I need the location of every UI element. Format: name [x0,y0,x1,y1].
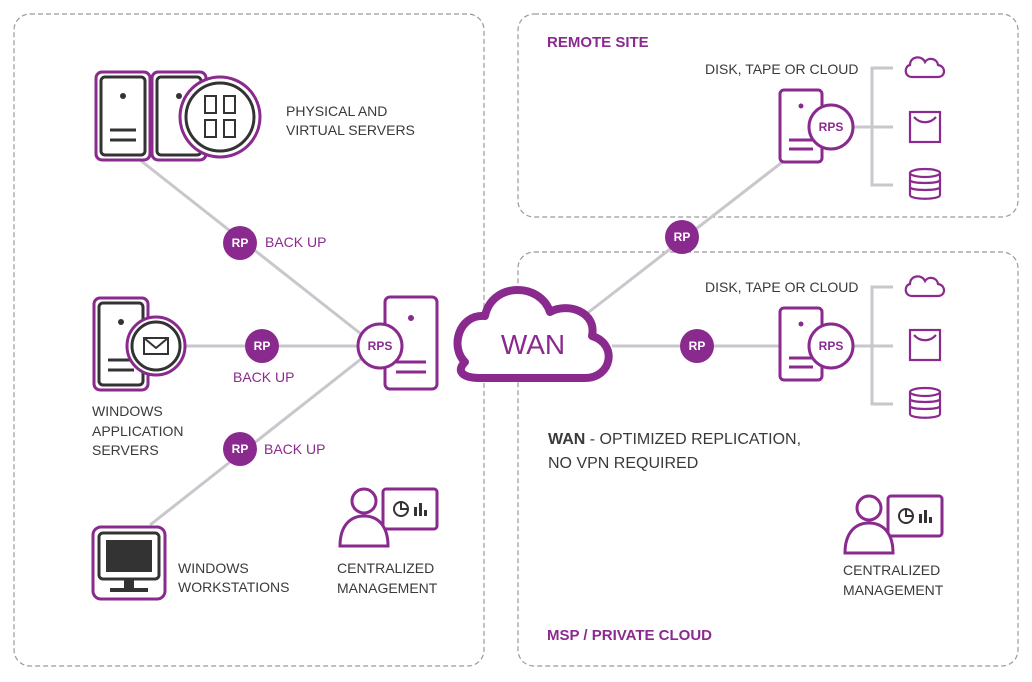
disk-icon [908,167,942,200]
server-icon [94,70,152,162]
msp-region [517,251,1019,667]
wan-cloud: WAN [453,286,613,382]
rps-server: RPS [356,295,439,391]
disk-icon [908,386,942,419]
user-icon [843,494,895,555]
rp-badge: RP [665,220,699,254]
workstations-label-2: WORKSTATIONS [178,579,289,595]
cloud-icon [904,275,946,298]
rp-badge: RP [245,329,279,363]
vm-icon [178,75,262,159]
chart-icon [414,503,427,516]
rps-label: RPS [819,339,844,353]
pie-chart-icon [898,508,914,524]
rp-badge: RP [680,329,714,363]
wan-description-line-2: NO VPN REQUIRED [548,455,698,472]
rps-server: RPS [778,306,855,382]
remote-storage-label: DISK, TAPE OR CLOUD [705,61,859,77]
app-servers-label-2: APPLICATION [92,423,184,439]
svg-text:RP: RP [689,339,706,353]
remote-site-region [517,13,1019,218]
svg-text:RP: RP [232,442,249,456]
rps-server: RPS [778,88,855,164]
backup-label: BACK UP [233,369,294,385]
remote-site-title: REMOTE SITE [547,34,649,51]
wan-label: WAN [501,329,565,360]
physical-servers-label-1: PHYSICAL AND [286,103,387,119]
user-icon [338,487,390,548]
msp-management-label-1: CENTRALIZED [843,562,940,578]
app-servers-label-3: SERVERS [92,442,159,458]
cloud-icon [904,56,946,79]
svg-text:RP: RP [674,230,691,244]
rps-label: RPS [368,339,393,353]
connection-lines [139,66,893,527]
tape-icon [908,328,942,362]
app-servers-label-1: WINDOWS [92,403,163,419]
management-icon [338,487,439,548]
management-label-2: MANAGEMENT [337,580,438,596]
backup-label: BACK UP [264,441,325,457]
svg-text:RP: RP [232,236,249,250]
chart-icon [919,510,932,523]
mail-icon [125,315,187,377]
physical-servers-label-2: VIRTUAL SERVERS [286,122,415,138]
workstations-label-1: WINDOWS [178,560,249,576]
management-icon [843,494,944,555]
backup-label: BACK UP [265,234,326,250]
management-label-1: CENTRALIZED [337,560,434,576]
wan-description-line-1: WAN - OPTIMIZED REPLICATION, [548,431,801,448]
rp-badge: RP [223,432,257,466]
msp-title: MSP / PRIVATE CLOUD [547,627,712,644]
pie-chart-icon [393,501,409,517]
tape-icon [908,110,942,144]
msp-storage-label: DISK, TAPE OR CLOUD [705,279,859,295]
rp-badge: RP [223,226,257,260]
msp-management-label-2: MANAGEMENT [843,582,944,598]
monitor-icon [91,525,167,601]
rps-label: RPS [819,120,844,134]
svg-text:RP: RP [254,339,271,353]
